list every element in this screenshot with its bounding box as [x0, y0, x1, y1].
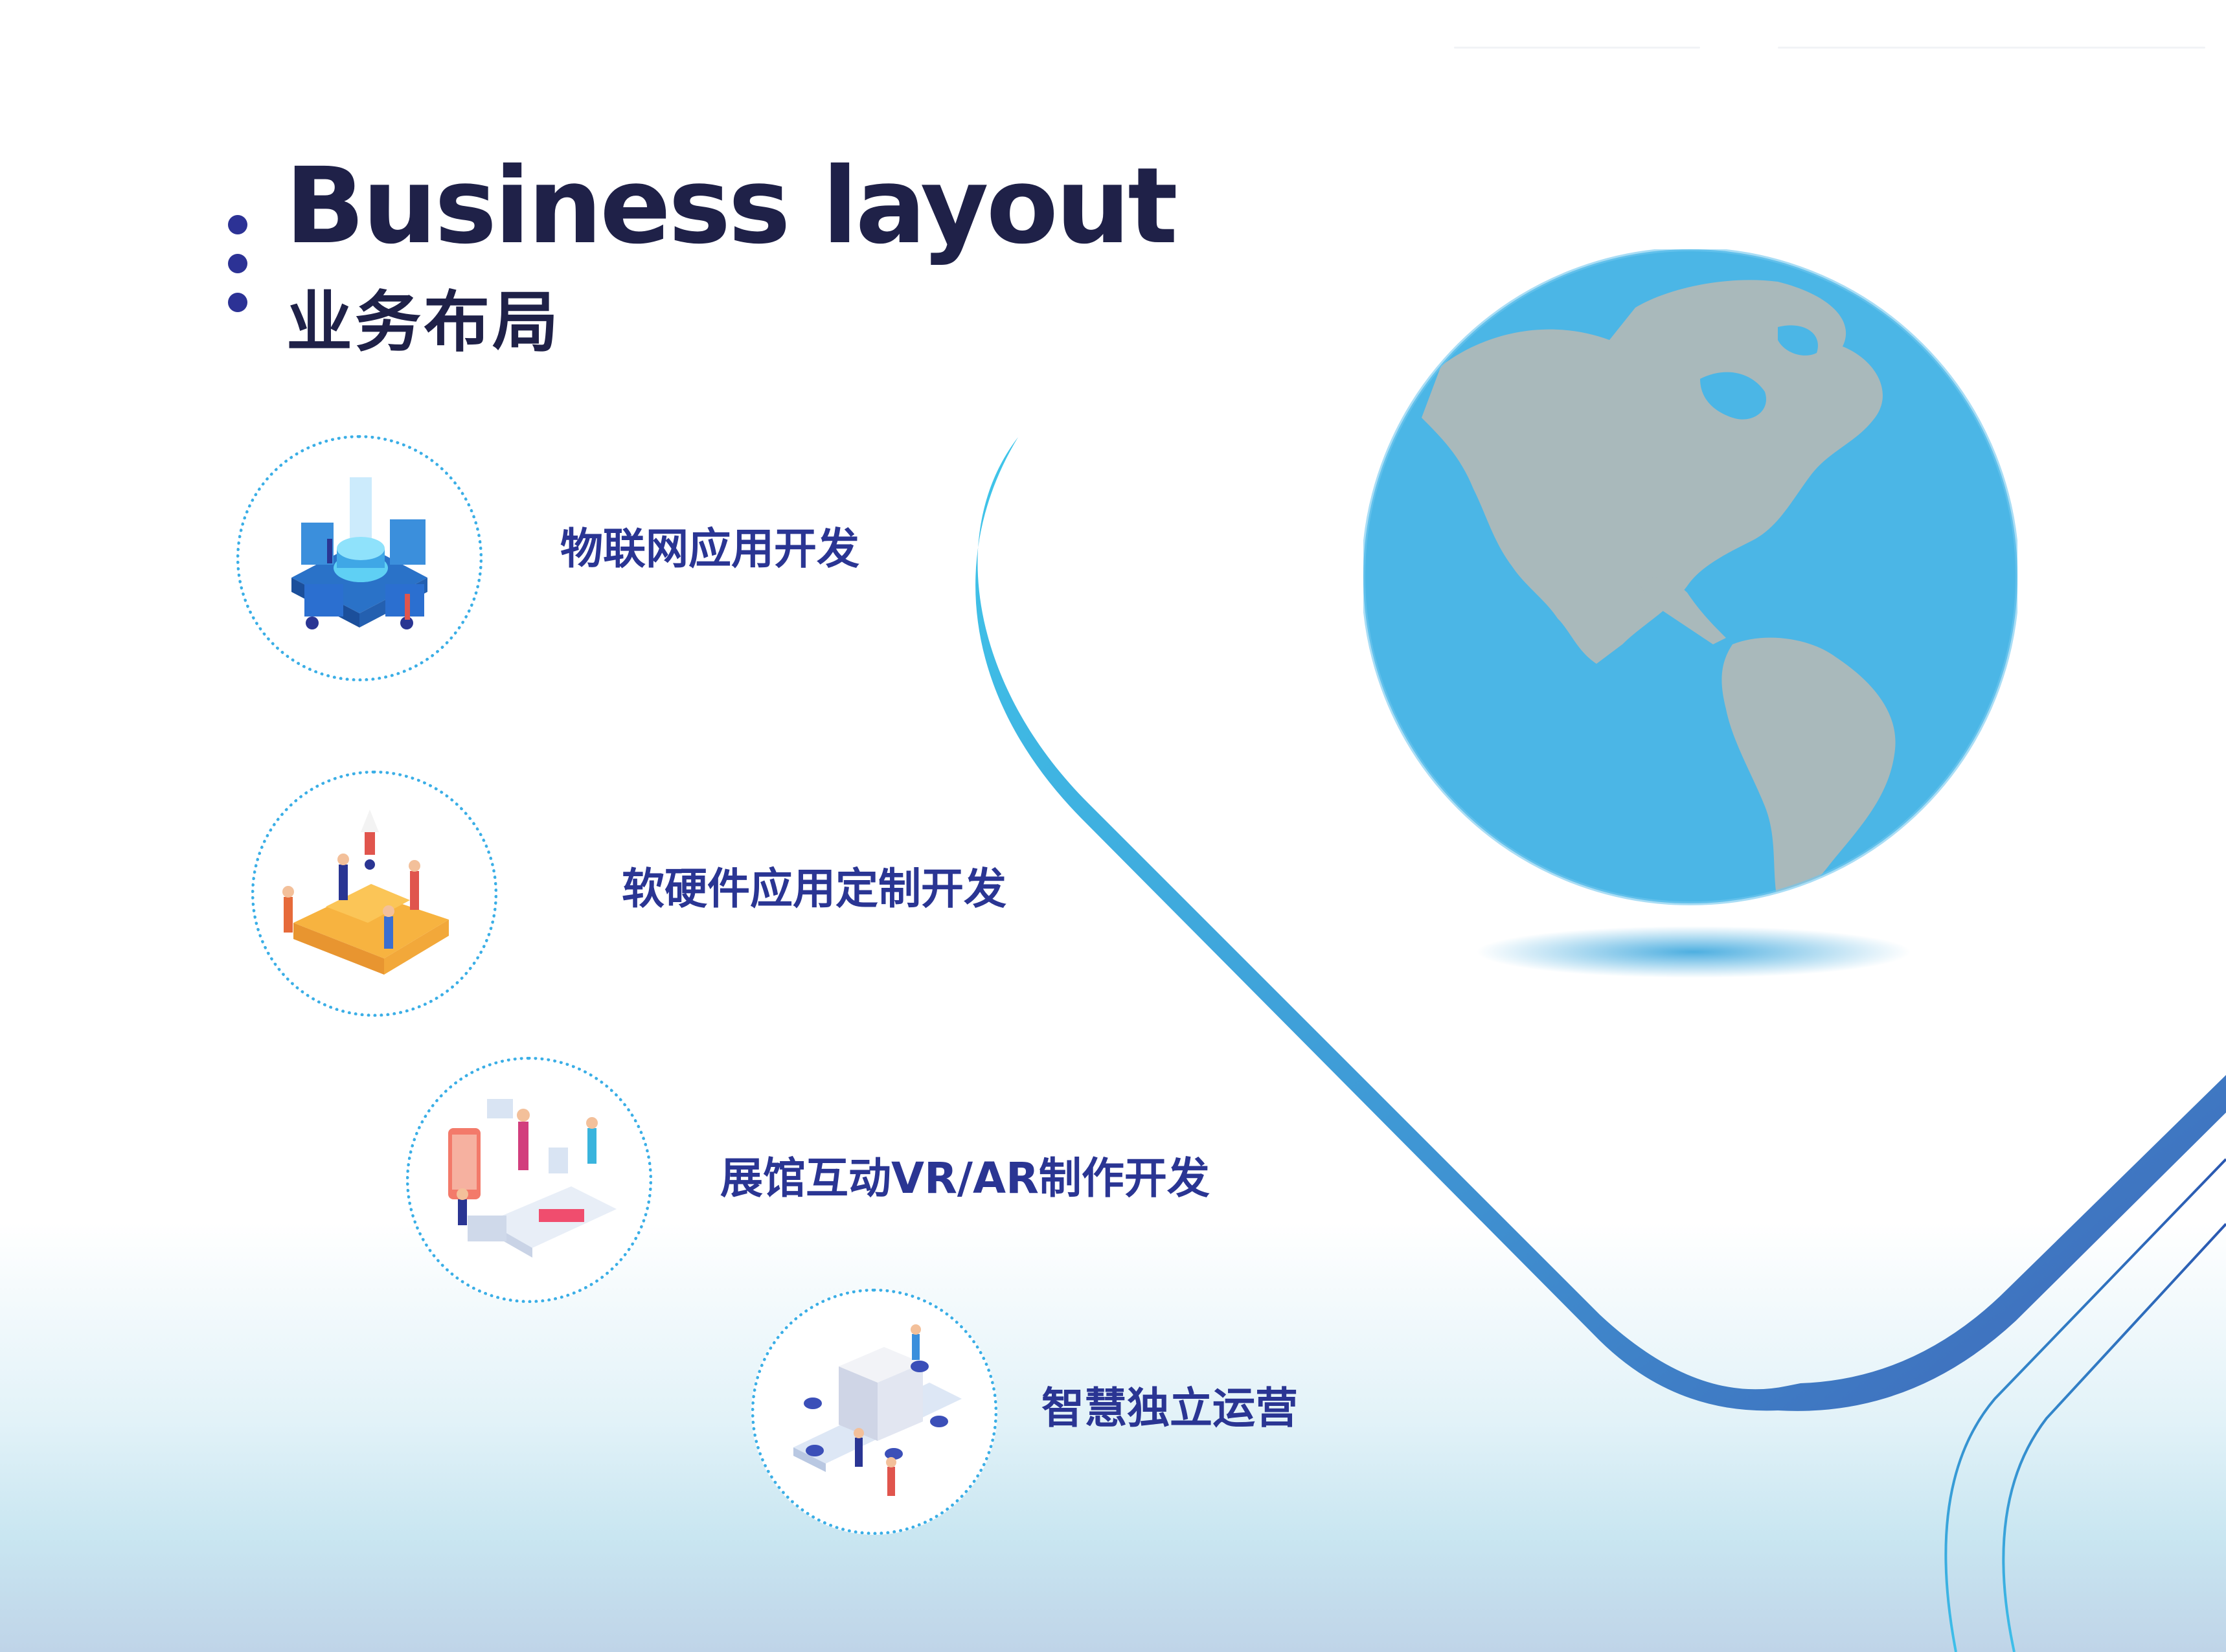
dot: [228, 293, 247, 312]
thin-line-1: [1944, 1158, 2226, 1652]
dot: [228, 254, 247, 273]
item-label-operation: 智慧独立运营: [1041, 1383, 1298, 1433]
team-puzzle-icon: [251, 771, 497, 1017]
page-subtitle: 业务布局: [286, 284, 561, 361]
globe-icon: [1361, 247, 2019, 981]
smart-cube-icon: [751, 1289, 997, 1535]
item-label-iot: 物联网应用开发: [560, 524, 859, 574]
thin-line-2: [2002, 1223, 2226, 1652]
vr-exhibit-icon: [406, 1057, 652, 1303]
top-divider-line: [1454, 47, 1700, 49]
top-divider-line: [1778, 47, 2205, 49]
dot: [228, 215, 247, 234]
globe-shadow: [1477, 926, 1911, 978]
page-title: Business layout: [285, 146, 1178, 267]
item-label-software: 软硬件应用定制开发: [622, 864, 1006, 914]
iot-platform-icon: [236, 435, 483, 681]
item-label-vr: 展馆互动VR/AR制作开发: [720, 1153, 1210, 1203]
